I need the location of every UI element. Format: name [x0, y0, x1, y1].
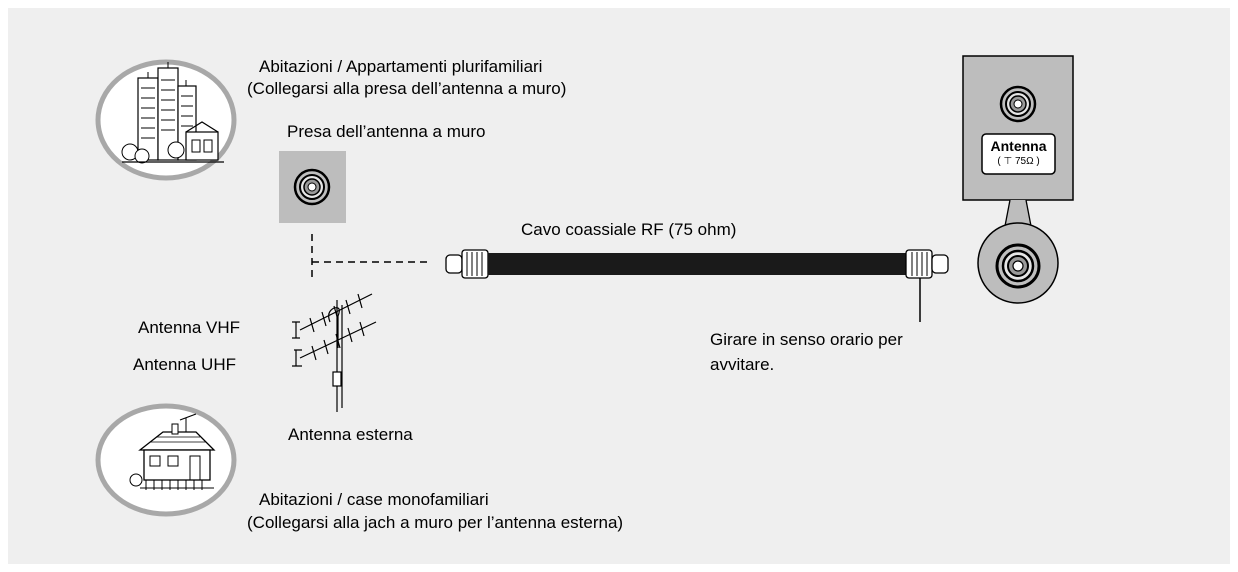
tv-port-impedance: ( ⊤ 75Ω ): [997, 156, 1040, 167]
wall-socket-label: Presa dell’antenna a muro: [287, 122, 486, 141]
apartments-label-line2: (Collegarsi alla presa dell’antenna a mu…: [247, 79, 567, 98]
dashed-connection-lines: [311, 234, 432, 282]
tv-port-title: Antenna: [990, 138, 1047, 154]
tighten-instruction-line2: avvitare.: [710, 355, 775, 374]
uhf-antenna-label: Antenna UHF: [133, 355, 236, 374]
vhf-antenna-label: Antenna VHF: [138, 318, 241, 337]
houses-label-line2: (Collegarsi alla jach a muro per l’anten…: [247, 513, 624, 532]
single-family-house-icon: [95, 403, 237, 517]
rf-coaxial-cable: [445, 249, 949, 322]
tighten-instruction-line1: Girare in senso orario per: [710, 330, 903, 349]
outdoor-antenna-label: Antenna esterna: [288, 425, 413, 444]
cable-label: Cavo coassiale RF (75 ohm): [521, 220, 737, 239]
apartment-buildings-icon: [95, 59, 237, 181]
houses-label-line1: Abitazioni / case monofamiliari: [259, 490, 489, 509]
tv-antenna-panel: [962, 55, 1074, 304]
apartments-label-line1: Abitazioni / Appartamenti plurifamiliari: [259, 57, 543, 76]
tv-antenna-jack-zoom: [995, 243, 1041, 289]
outdoor-antenna-icon: [292, 293, 377, 412]
wall-antenna-socket: [279, 151, 346, 223]
